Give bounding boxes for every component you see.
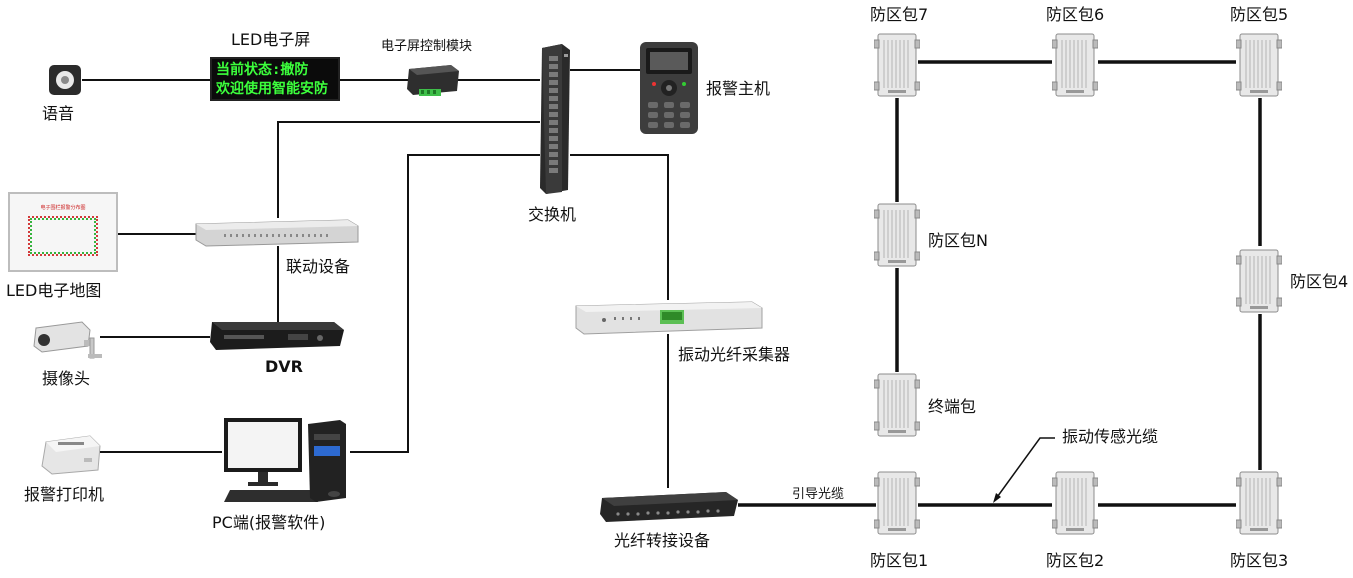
zone2-label: 防区包2	[1046, 551, 1105, 570]
collector-label: 振动光纤采集器	[678, 345, 791, 364]
linkage-label: 联动设备	[286, 257, 351, 276]
transfer-label: 光纤转接设备	[614, 531, 711, 550]
printer-label: 报警打印机	[24, 485, 105, 504]
dvr-recorder-icon	[210, 322, 344, 350]
camera-icon	[33, 321, 102, 359]
screen-module-label: 电子屏控制模块	[381, 39, 473, 54]
lead-cable-label: 引导光缆	[792, 487, 845, 502]
led-map-panel: 电子围栏报警分布图	[8, 192, 118, 272]
speaker-icon	[49, 65, 81, 95]
led-sign-display: 当前状态:撤防 欢迎使用智能安防	[210, 57, 340, 101]
switch-label: 交换机	[528, 205, 577, 224]
dvr-label: DVR	[265, 357, 303, 376]
camera-label: 摄像头	[42, 369, 91, 388]
zoneN-label: 防区包N	[928, 231, 988, 250]
led-sign-line2: 欢迎使用智能安防	[216, 81, 328, 97]
led-map-title: 电子围栏报警分布图	[40, 205, 86, 211]
led-sign-line1: 当前状态:撤防	[216, 62, 309, 78]
zone-box-6-icon	[1052, 33, 1098, 97]
zone6-label: 防区包6	[1046, 5, 1105, 24]
led-map-label: LED电子地图	[6, 281, 102, 300]
zone-box-1-icon	[874, 471, 920, 535]
terminal-box-icon	[874, 373, 920, 437]
zone-box-5-icon	[1236, 33, 1282, 97]
screen-control-module-icon	[407, 65, 459, 96]
zone5-label: 防区包5	[1230, 5, 1289, 24]
fiber-collector-icon	[575, 301, 763, 335]
pc-computer-icon	[224, 418, 346, 502]
zone-box-2-icon	[1052, 471, 1098, 535]
zone4-label: 防区包4	[1290, 272, 1349, 291]
linkage-device-icon	[195, 219, 359, 247]
led-map-inner-perimeter	[30, 218, 96, 254]
printer-icon	[41, 435, 101, 475]
alarm-host-label: 报警主机	[706, 79, 771, 98]
sensing-cable-label: 振动传感光缆	[1062, 427, 1159, 446]
zone-box-3-icon	[1236, 471, 1282, 535]
led-screen-label: LED电子屏	[231, 30, 311, 49]
alarm-host-keypad-icon	[640, 42, 698, 134]
led-map-perimeter	[28, 216, 98, 256]
zone1-label: 防区包1	[870, 551, 929, 570]
terminal-label: 终端包	[928, 397, 977, 416]
pc-label: PC端(报警软件)	[212, 513, 326, 532]
zone-box-4-icon	[1236, 249, 1282, 313]
voice-label: 语音	[42, 104, 75, 123]
network-switch-icon	[540, 44, 570, 194]
zone-box-n-icon	[874, 203, 920, 267]
fiber-transfer-device-icon	[600, 492, 738, 522]
zone-box-7-icon	[874, 33, 920, 97]
zone7-label: 防区包7	[870, 5, 929, 24]
zone3-label: 防区包3	[1230, 551, 1289, 570]
